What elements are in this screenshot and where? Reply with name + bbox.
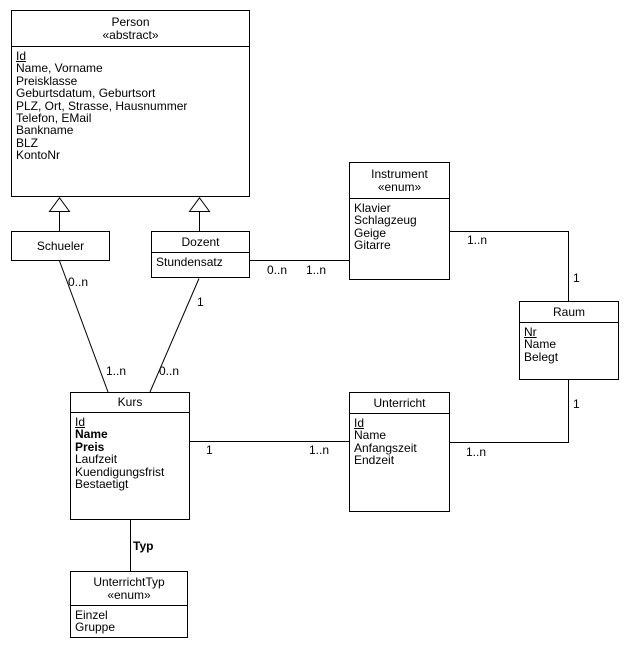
class-name: Person bbox=[111, 14, 150, 29]
attribute-einzel: Einzel bbox=[75, 608, 108, 622]
unterricht-title-compartment: Unterricht bbox=[350, 393, 449, 414]
multiplicity-schueler-kurs-at-schueler: 0..n bbox=[68, 275, 89, 289]
attribute-preis: Preis bbox=[75, 439, 105, 454]
attribute-kontonr: KontoNr bbox=[16, 148, 61, 163]
class-name: Kurs bbox=[117, 395, 143, 409]
attribute-bestaetigt: Bestaetigt bbox=[75, 477, 129, 492]
class-stereotype: «enum» bbox=[377, 179, 422, 194]
edge-schueler-kurs[interactable] bbox=[59, 260, 109, 393]
edge-dozent-kurs[interactable] bbox=[149, 278, 200, 393]
attribute-endzeit: Endzeit bbox=[354, 453, 395, 468]
multiplicity-raum-unterricht-at-raum: 1 bbox=[573, 397, 580, 411]
class-box-schueler[interactable]: Schueler bbox=[11, 231, 110, 261]
multiplicity-schueler-kurs-at-kurs: 1..n bbox=[106, 364, 127, 378]
attribute-anfangszeit: Anfangszeit bbox=[354, 440, 417, 455]
multiplicity-kurs-unterricht-at-unterricht: 1..n bbox=[309, 443, 330, 457]
attribute-telefon-email: Telefon, EMail bbox=[16, 111, 92, 126]
generalization-arrowhead-dozent bbox=[188, 196, 211, 212]
instrument-title-compartment: Instrument «enum» bbox=[350, 163, 449, 199]
multiplicity-dozent-kurs-at-dozent: 1 bbox=[197, 295, 204, 309]
class-stereotype: «abstract» bbox=[102, 27, 159, 42]
association-label-typ: Typ bbox=[133, 539, 154, 553]
edge-instrument-raum[interactable] bbox=[450, 231, 569, 302]
attribute-stundensatz: Stundensatz bbox=[156, 255, 223, 269]
attribute-geburtsdatum-geburtsort: Geburtsdatum, Geburtsort bbox=[16, 86, 156, 101]
dozent-title-compartment: Dozent bbox=[152, 232, 249, 253]
multiplicity-kurs-unterricht-at-kurs: 1 bbox=[206, 443, 213, 457]
multiplicity-raum-unterricht-at-unterricht: 1..n bbox=[466, 445, 487, 459]
attribute-gitarre: Gitarre bbox=[354, 238, 391, 253]
generalization-arrowhead-schueler bbox=[48, 196, 71, 212]
multiplicity-instrument-raum-at-instrument: 1..n bbox=[467, 233, 488, 247]
attribute-bankname: Bankname bbox=[16, 123, 74, 138]
attribute-blz: BLZ bbox=[16, 135, 39, 150]
attribute-name: Name bbox=[354, 428, 387, 443]
attribute-name: Name bbox=[524, 337, 557, 352]
attribute-kuendigungsfrist: Kuendigungsfrist bbox=[75, 464, 165, 479]
person-title-compartment: Person «abstract» bbox=[12, 11, 249, 47]
attribute-id: Id bbox=[75, 415, 86, 429]
attribute-name: Name bbox=[75, 427, 108, 442]
schueler-title-compartment: Schueler bbox=[12, 232, 109, 260]
edge-raum-unterricht[interactable] bbox=[450, 380, 569, 443]
multiplicity-dozent-kurs-at-kurs: 0..n bbox=[159, 364, 180, 378]
attribute-geige: Geige bbox=[354, 225, 387, 240]
attribute-nr: Nr bbox=[524, 325, 537, 339]
multiplicity-dozent-instrument-at-instrument: 1..n bbox=[306, 263, 327, 277]
attribute-klavier: Klavier bbox=[354, 201, 391, 215]
class-name: UnterrichtTyp bbox=[93, 574, 165, 589]
attribute-schlagzeug: Schlagzeug bbox=[354, 213, 417, 228]
attribute-gruppe: Gruppe bbox=[75, 620, 116, 635]
attribute-id: Id bbox=[354, 416, 365, 430]
class-name: Raum bbox=[552, 304, 585, 319]
class-name: Instrument bbox=[371, 166, 428, 181]
kurs-title-compartment: Kurs bbox=[71, 393, 189, 413]
class-name: Dozent bbox=[181, 234, 220, 249]
multiplicity-dozent-instrument-at-dozent: 0..n bbox=[267, 263, 288, 277]
class-stereotype: «enum» bbox=[107, 587, 151, 602]
attribute-name-vorname: Name, Vorname bbox=[16, 61, 103, 76]
class-box-dozent[interactable]: Dozent Stundensatz bbox=[151, 231, 250, 278]
unterrichttyp-title-compartment: UnterrichtTyp «enum» bbox=[71, 572, 187, 606]
class-name: Schueler bbox=[36, 238, 85, 253]
attribute-id: Id bbox=[16, 49, 27, 63]
attribute-laufzeit: Laufzeit bbox=[75, 452, 118, 467]
attribute-belegt: Belegt bbox=[524, 349, 559, 364]
class-name: Unterricht bbox=[373, 395, 426, 410]
multiplicity-instrument-raum-at-raum: 1 bbox=[573, 271, 580, 285]
attribute-plz-ort-strasse-hausnummer: PLZ, Ort, Strasse, Hausnummer bbox=[16, 98, 188, 113]
attribute-preisklasse: Preisklasse bbox=[16, 73, 78, 88]
raum-title-compartment: Raum bbox=[520, 302, 618, 323]
dozent-attributes-compartment: Stundensatz bbox=[152, 253, 249, 269]
